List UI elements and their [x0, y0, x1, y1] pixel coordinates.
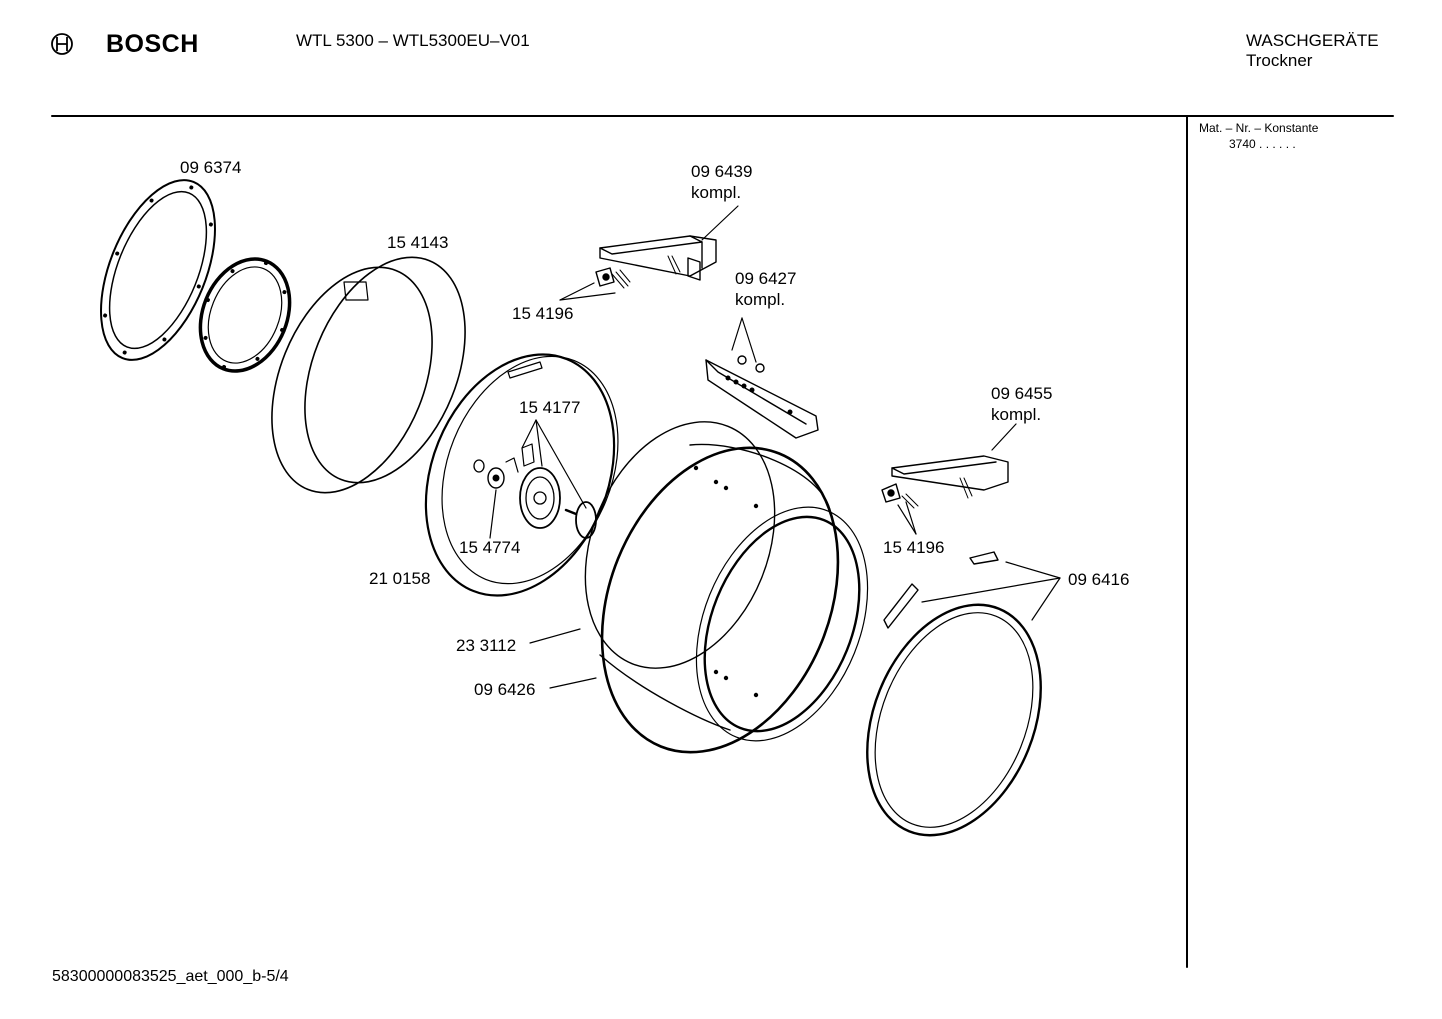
part-gasket-ring [198, 257, 292, 373]
brand-name: BOSCH [106, 30, 199, 58]
document-id: 58300000083525_aet_000_b-5/4 [52, 968, 289, 985]
part-label-210158: 21 0158 [369, 569, 431, 588]
part-label-096455: 09 6455 [991, 384, 1053, 403]
category-subtitle: Trockner [1246, 51, 1313, 70]
part-felt-band-154143 [271, 256, 466, 494]
category-title: WASCHGERÄTE [1246, 31, 1379, 50]
part-flange-ring-096374 [100, 179, 216, 361]
part-label-154774: 15 4774 [459, 538, 521, 557]
part-bracket-096439 [595, 235, 717, 289]
part-label-096416: 09 6416 [1068, 570, 1130, 589]
part-rear-wall-210158 [424, 353, 619, 597]
model-number: WTL 5300 – WTL5300EU–V01 [296, 31, 530, 50]
part-drum-233112 [584, 421, 869, 754]
part-label-154143: 15 4143 [387, 233, 449, 252]
part-label-233112: 23 3112 [456, 636, 517, 655]
mat-number-value: 3740 . . . . . . [1229, 137, 1296, 151]
part-front-ring-096416 [866, 551, 1042, 837]
mat-number-label: Mat. – Nr. – Konstante [1199, 121, 1319, 135]
bosch-logo-icon [51, 33, 73, 55]
part-label-154196-top: 15 4196 [512, 304, 574, 323]
part-label-096427: 09 6427 [735, 269, 797, 288]
part-label-154177: 15 4177 [519, 398, 581, 417]
part-label-096439: 09 6439 [691, 162, 753, 181]
part-label-096439-suffix: kompl. [691, 183, 742, 202]
part-label-096426: 09 6426 [474, 680, 536, 699]
part-bracket-096427 [705, 355, 819, 439]
part-label-154196-right: 15 4196 [883, 538, 945, 557]
part-label-096427-suffix: kompl. [735, 290, 786, 309]
part-label-096374: 09 6374 [180, 158, 242, 177]
part-label-096455-suffix: kompl. [991, 405, 1042, 424]
part-bracket-096455 [881, 455, 1009, 509]
